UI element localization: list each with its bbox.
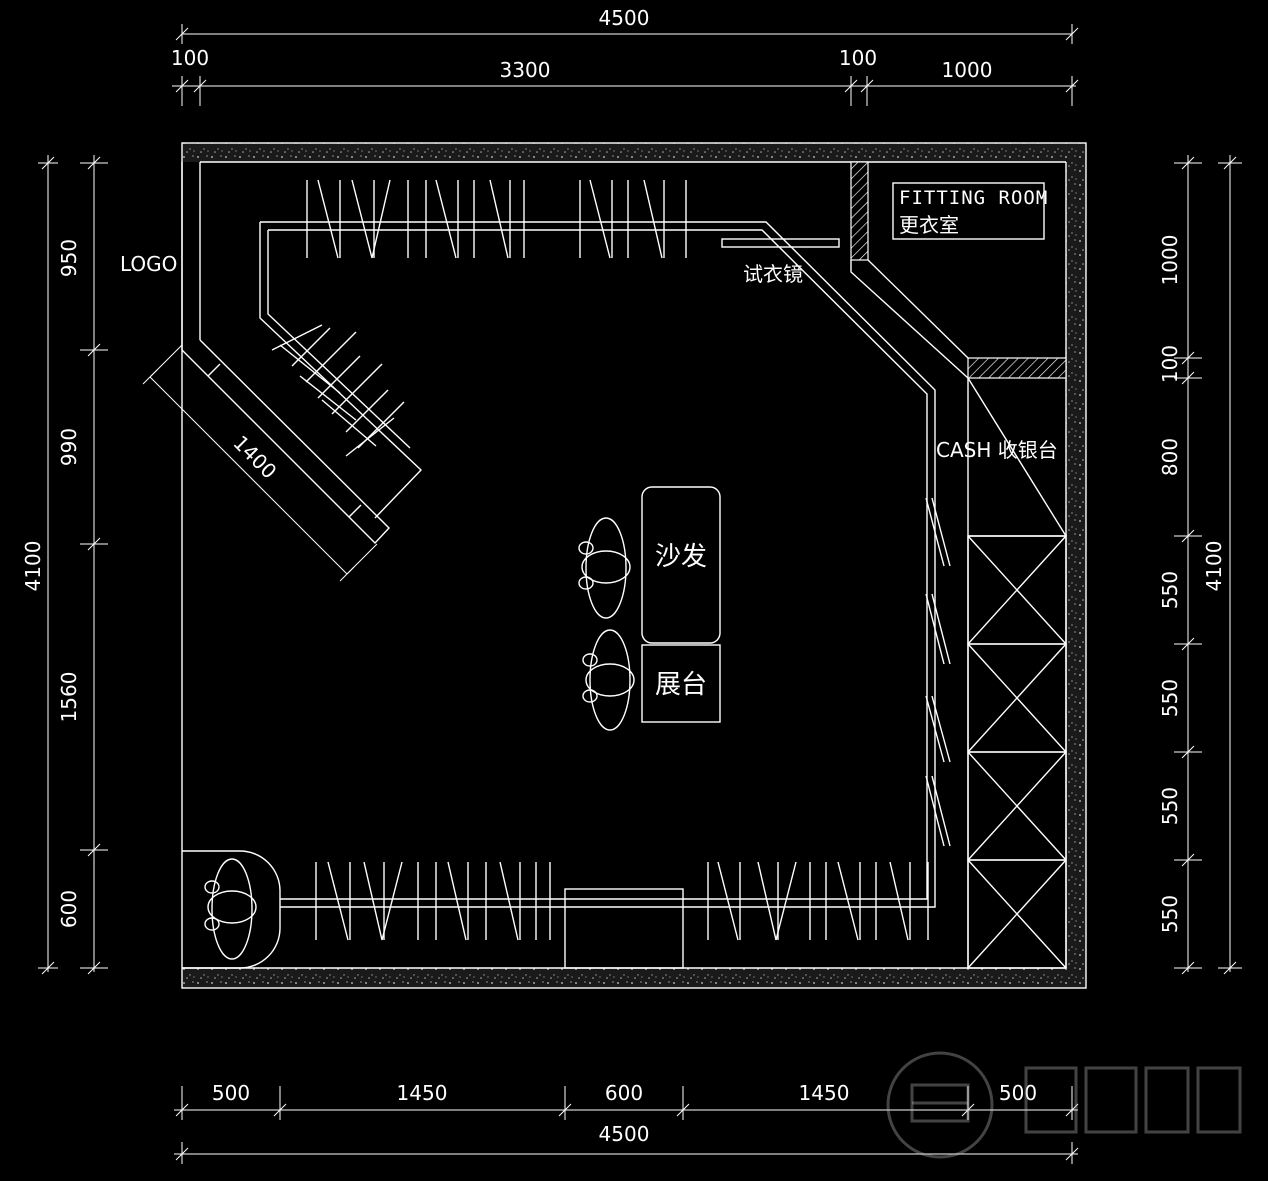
- dim-right-total: 4100: [1202, 541, 1226, 592]
- dim-left-1: 950: [57, 239, 81, 277]
- mannequin-2: [582, 629, 635, 731]
- dim-bottom-4: 1450: [799, 1081, 850, 1105]
- dimensions-bottom: 500 1450 600 1450 500 4500: [174, 1081, 1079, 1164]
- dim-top-fitting: 1000: [942, 58, 993, 82]
- mirror-label: 试衣镜: [743, 262, 803, 286]
- sofa-label: 沙发: [655, 542, 707, 572]
- dim-diagonal: 1400: [228, 431, 281, 484]
- top-display-rack: [259, 221, 936, 908]
- cash-label: CASH 收银台: [936, 438, 1058, 462]
- dim-right-4: 550: [1158, 571, 1182, 609]
- dim-left-3: 1560: [57, 672, 81, 723]
- right-shelves: [967, 535, 1067, 969]
- dimensions-right: 1000 100 800 550 550 550 550 4100: [1158, 155, 1242, 975]
- bottom-hangers-right: [707, 861, 929, 941]
- bottom-hangers-left: [315, 861, 551, 941]
- watermark-logo: [886, 1051, 1242, 1159]
- display-stand: 展台: [641, 644, 721, 723]
- right-hangers: [925, 497, 951, 847]
- dim-bottom-1: 500: [212, 1081, 250, 1105]
- top-hangers: [306, 179, 687, 259]
- dim-bottom-2: 1450: [397, 1081, 448, 1105]
- dim-top-left-wall: 100: [171, 46, 209, 70]
- diagonal-hangers: [271, 324, 405, 457]
- dim-left-4: 600: [57, 890, 81, 928]
- dim-bottom-total: 4500: [599, 1122, 650, 1146]
- dimensions-left: 4100 950 990 1560 600: [21, 155, 108, 975]
- dim-right-7: 550: [1158, 895, 1182, 933]
- dim-bottom-5: 500: [999, 1081, 1037, 1105]
- dim-right-2: 100: [1158, 345, 1182, 383]
- dim-right-6: 550: [1158, 787, 1182, 825]
- diagonal-dimension: 1400: [142, 344, 378, 582]
- fitting-room-label-en: FITTING ROOM: [899, 187, 1048, 209]
- entrance-wall: [181, 162, 390, 545]
- fitting-mirror: 试衣镜: [721, 238, 840, 286]
- bottom-window-display: [182, 850, 281, 969]
- dim-top-main: 3300: [500, 58, 551, 82]
- dim-right-1: 1000: [1158, 235, 1182, 286]
- dimensions-top: 4500 100 3300 100 1000: [171, 6, 1079, 106]
- dim-left-total: 4100: [21, 541, 45, 592]
- fitting-room: FITTING ROOM 更衣室: [850, 161, 1067, 379]
- dim-bottom-3: 600: [605, 1081, 643, 1105]
- cash-counter: CASH 收银台: [936, 377, 1067, 968]
- display-label: 展台: [655, 670, 707, 700]
- dim-left-2: 990: [57, 428, 81, 466]
- logo-label: LOGO: [120, 252, 177, 276]
- dim-right-5: 550: [1158, 679, 1182, 717]
- dim-top-partition: 100: [839, 46, 877, 70]
- bottom-table: [564, 888, 684, 969]
- dim-top-total: 4500: [599, 6, 650, 30]
- mannequin-1: [578, 517, 631, 619]
- sofa: 沙发: [641, 486, 721, 644]
- dim-right-3: 800: [1158, 438, 1182, 476]
- fitting-room-label-cn: 更衣室: [899, 213, 959, 237]
